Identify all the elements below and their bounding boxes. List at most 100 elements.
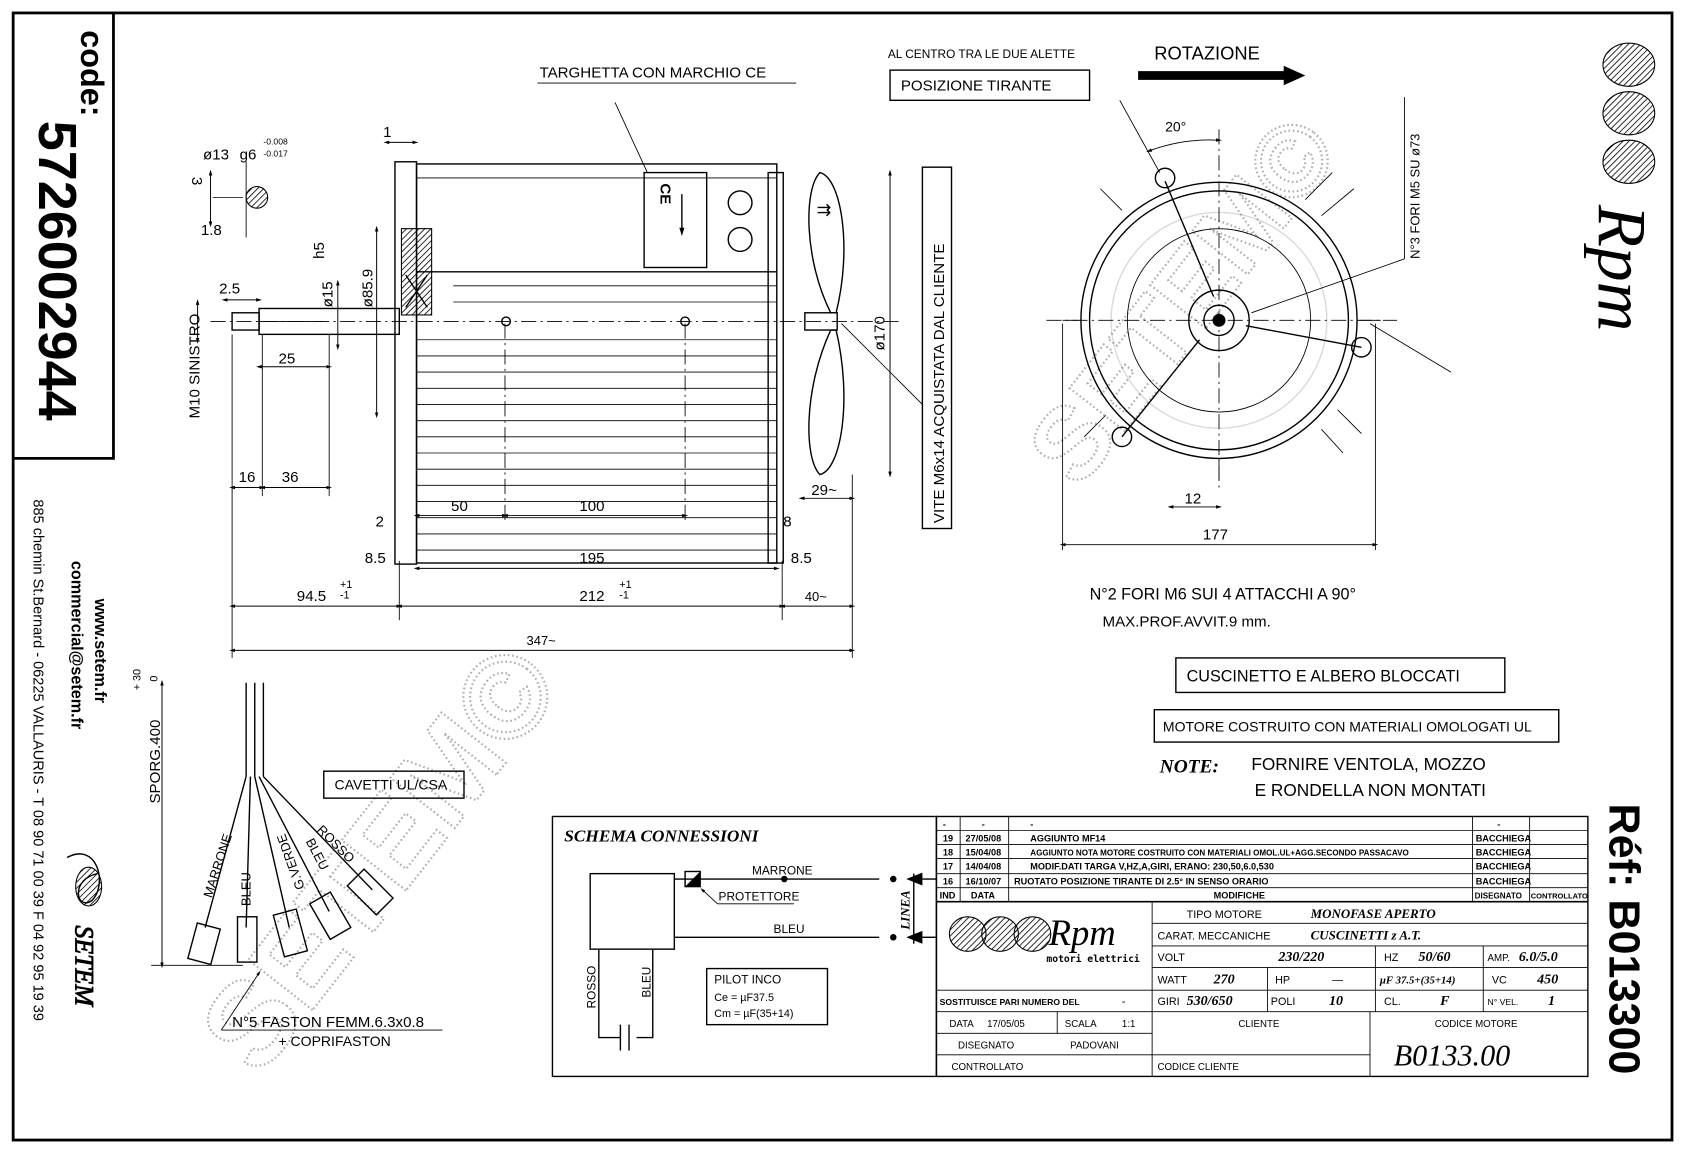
side-view-dims-d8-text: 8 <box>783 513 791 530</box>
schema-title-text: SCHEMA CONNESSIONI <box>564 826 759 845</box>
end-view-angle-text: 20° <box>1165 119 1186 135</box>
schema-pilot-cm-text: Cm = µF(35+14) <box>714 1008 793 1020</box>
notes-note-label-text: NOTE: <box>1159 756 1219 777</box>
title-block-rev-headers-text-text: MODIFICHE <box>1214 890 1265 900</box>
title-block-revisions-3-by-text: BACCHIEGA <box>1476 861 1532 871</box>
title-block-revisions-1-text-text: AGGIUNTO MF14 <box>1030 833 1106 843</box>
title-block-cliente-label-text: CLIENTE <box>1238 1019 1279 1030</box>
title-block-revisions-3-date-text: 14/04/08 <box>966 861 1002 871</box>
line-shape <box>1321 428 1344 454</box>
schema-rosso-text: ROSSO <box>585 966 599 1009</box>
notes-note-line1-text: FORNIRE VENTOLA, MOZZO <box>1251 754 1486 774</box>
title-block-giri-text: 530/650 <box>1187 994 1233 1009</box>
line-shape <box>1100 188 1123 211</box>
rect-shape <box>346 868 395 916</box>
path-shape <box>254 776 290 928</box>
rect-shape <box>767 171 784 564</box>
ellipse-shape <box>1602 91 1656 136</box>
circle-shape <box>1212 313 1226 327</box>
title-block-watt-label-text: WATT <box>1158 975 1188 987</box>
side-view-dims-d195-text: 195 <box>579 550 604 567</box>
title-block-giri-label-text: GIRI <box>1158 996 1180 1008</box>
title-block-volt-text: 230/220 <box>1277 950 1324 965</box>
side-view-dims-d29-text: 29~ <box>811 482 837 499</box>
title-block-revisions-0-ind-text: - <box>943 819 946 829</box>
setem-logo-icon: SETEM <box>66 853 103 1008</box>
title-block-revisions-4-by-text: BACCHIEGA <box>1476 876 1532 886</box>
side-view-dims-d16-text: 16 <box>239 469 256 486</box>
motor-code: B0133.00 <box>1394 1039 1511 1073</box>
schema-pilot-title-text: PILOT INCO <box>714 973 781 987</box>
circle-shape <box>1350 336 1372 358</box>
circle-shape <box>1088 190 1350 451</box>
schema-linea-text: LINEA <box>897 890 912 931</box>
title-block-revisions-1-ind-text: 19 <box>943 833 953 843</box>
title-block-sostituisce-val-text: - <box>1122 996 1126 1008</box>
line-shape <box>1304 172 1333 200</box>
rect-shape <box>889 69 1091 102</box>
title-block-vc-text: 450 <box>1536 973 1558 988</box>
rect-shape <box>323 770 465 799</box>
connection-schema: SCHEMA CONNESSIONI MARRONE PROTETTORE BL… <box>551 815 938 1078</box>
side-view-dims-d1-8-text: 1.8 <box>201 222 222 239</box>
title-block-scala-text: 1:1 <box>1122 1019 1135 1030</box>
title-block-disegnato-text: PADOVANI <box>1070 1040 1119 1051</box>
side-view-dims-d170-text: ø170 <box>872 316 889 350</box>
title-block-watt-text: 270 <box>1213 973 1235 988</box>
side-view-dims-d347-text: 347~ <box>527 633 556 648</box>
rpm-logo: Rpm <box>1584 42 1661 331</box>
text-shape: ⇉ <box>817 200 831 220</box>
schema-protettore-text: PROTETTORE <box>719 890 800 904</box>
rect-shape <box>935 815 1589 1078</box>
title-block-revisions-1-by-text: BACCHIEGA <box>1476 833 1532 843</box>
company-address: 885 chemin St.Bernard - 06225 VALLAURIS … <box>30 499 46 1021</box>
line-shape <box>1251 258 1405 314</box>
title-block-hz-label-text: HZ <box>1384 952 1399 964</box>
title-block-revisions-0-text-text: - <box>1030 819 1033 829</box>
side-view-dims-tol-hi-text: -0.008 <box>263 137 288 147</box>
title-block-rev-headers-by-text: DISEGNATO <box>1475 891 1522 900</box>
ellipse-shape <box>1013 916 1052 952</box>
rpm-title-logo: Rpm motori elettrici <box>948 912 1140 965</box>
title-block-vc-label-text: VC <box>1492 975 1507 987</box>
title-block-data-text: 17/05/05 <box>987 1019 1025 1030</box>
title-block-cl-text: F <box>1439 994 1450 1009</box>
circle-shape <box>890 934 897 941</box>
company-email[interactable]: commercial@setem.fr <box>67 561 85 730</box>
notes: CUSCINETTO E ALBERO BLOCCATI MOTORE COST… <box>1153 657 1560 800</box>
title-block-revisions-3-text-text: MODIF.DATI TARGA V,HZ,A,GIRI, ERANO: 230… <box>1030 861 1274 871</box>
rect-shape <box>236 916 258 963</box>
rect-shape <box>1153 709 1560 743</box>
wiring-cables-text: CAVETTI UL/CSA <box>335 777 448 793</box>
shaft-thread-label: M10 SINISTRO <box>187 313 204 418</box>
side-view-dims-d15-text: ø15 <box>319 281 336 307</box>
side-view-dims-d40-text: 40~ <box>805 589 827 604</box>
title-block-controllato-label-text: CONTROLLATO <box>952 1062 1024 1073</box>
circle-shape <box>1188 289 1250 352</box>
code-number: 5726002944 <box>27 121 87 421</box>
motor-end-view: 20° N°3 FORI M5 SU ø73 12 177 AL CENTRO … <box>888 42 1452 631</box>
rect-shape <box>272 908 309 958</box>
company-web[interactable]: www.setem.fr <box>91 598 109 704</box>
title-block-rev-headers-ctrl-text: CONTROLLATO <box>1531 891 1588 900</box>
code-box: code: 5726002944 <box>13 12 115 460</box>
title-block-scala-label-text: SCALA <box>1065 1019 1097 1030</box>
line-shape <box>1119 100 1161 173</box>
title-block-tipo-text: MONOFASE APERTO <box>1310 906 1436 921</box>
side-view-dims-tol-plus-text: +1 <box>340 579 352 591</box>
side-view-dims-g6-text: g6 <box>240 147 257 164</box>
side-view-dims-d36-text: 36 <box>282 469 299 486</box>
g-shape: 1 ø13 g6 -0.008 -0.017 3 1.8 h5 2.5 ø15 … <box>188 124 888 648</box>
holes-note: N°3 FORI M5 SU ø73 <box>1408 134 1423 259</box>
side-view-dims-d13-text: ø13 <box>203 147 229 164</box>
screw-note: VITE M6x14 ACQUISTATA DAL CLIENTE <box>931 244 948 524</box>
title-block-rev-headers-ind-text: IND <box>940 890 956 900</box>
title-block-revisions-2-date-text: 15/04/08 <box>966 847 1002 857</box>
g-shape <box>1062 172 1381 480</box>
schema-pilot-ce-text: Ce = µF37.5 <box>714 992 774 1004</box>
sheet-border <box>11 11 1674 1142</box>
